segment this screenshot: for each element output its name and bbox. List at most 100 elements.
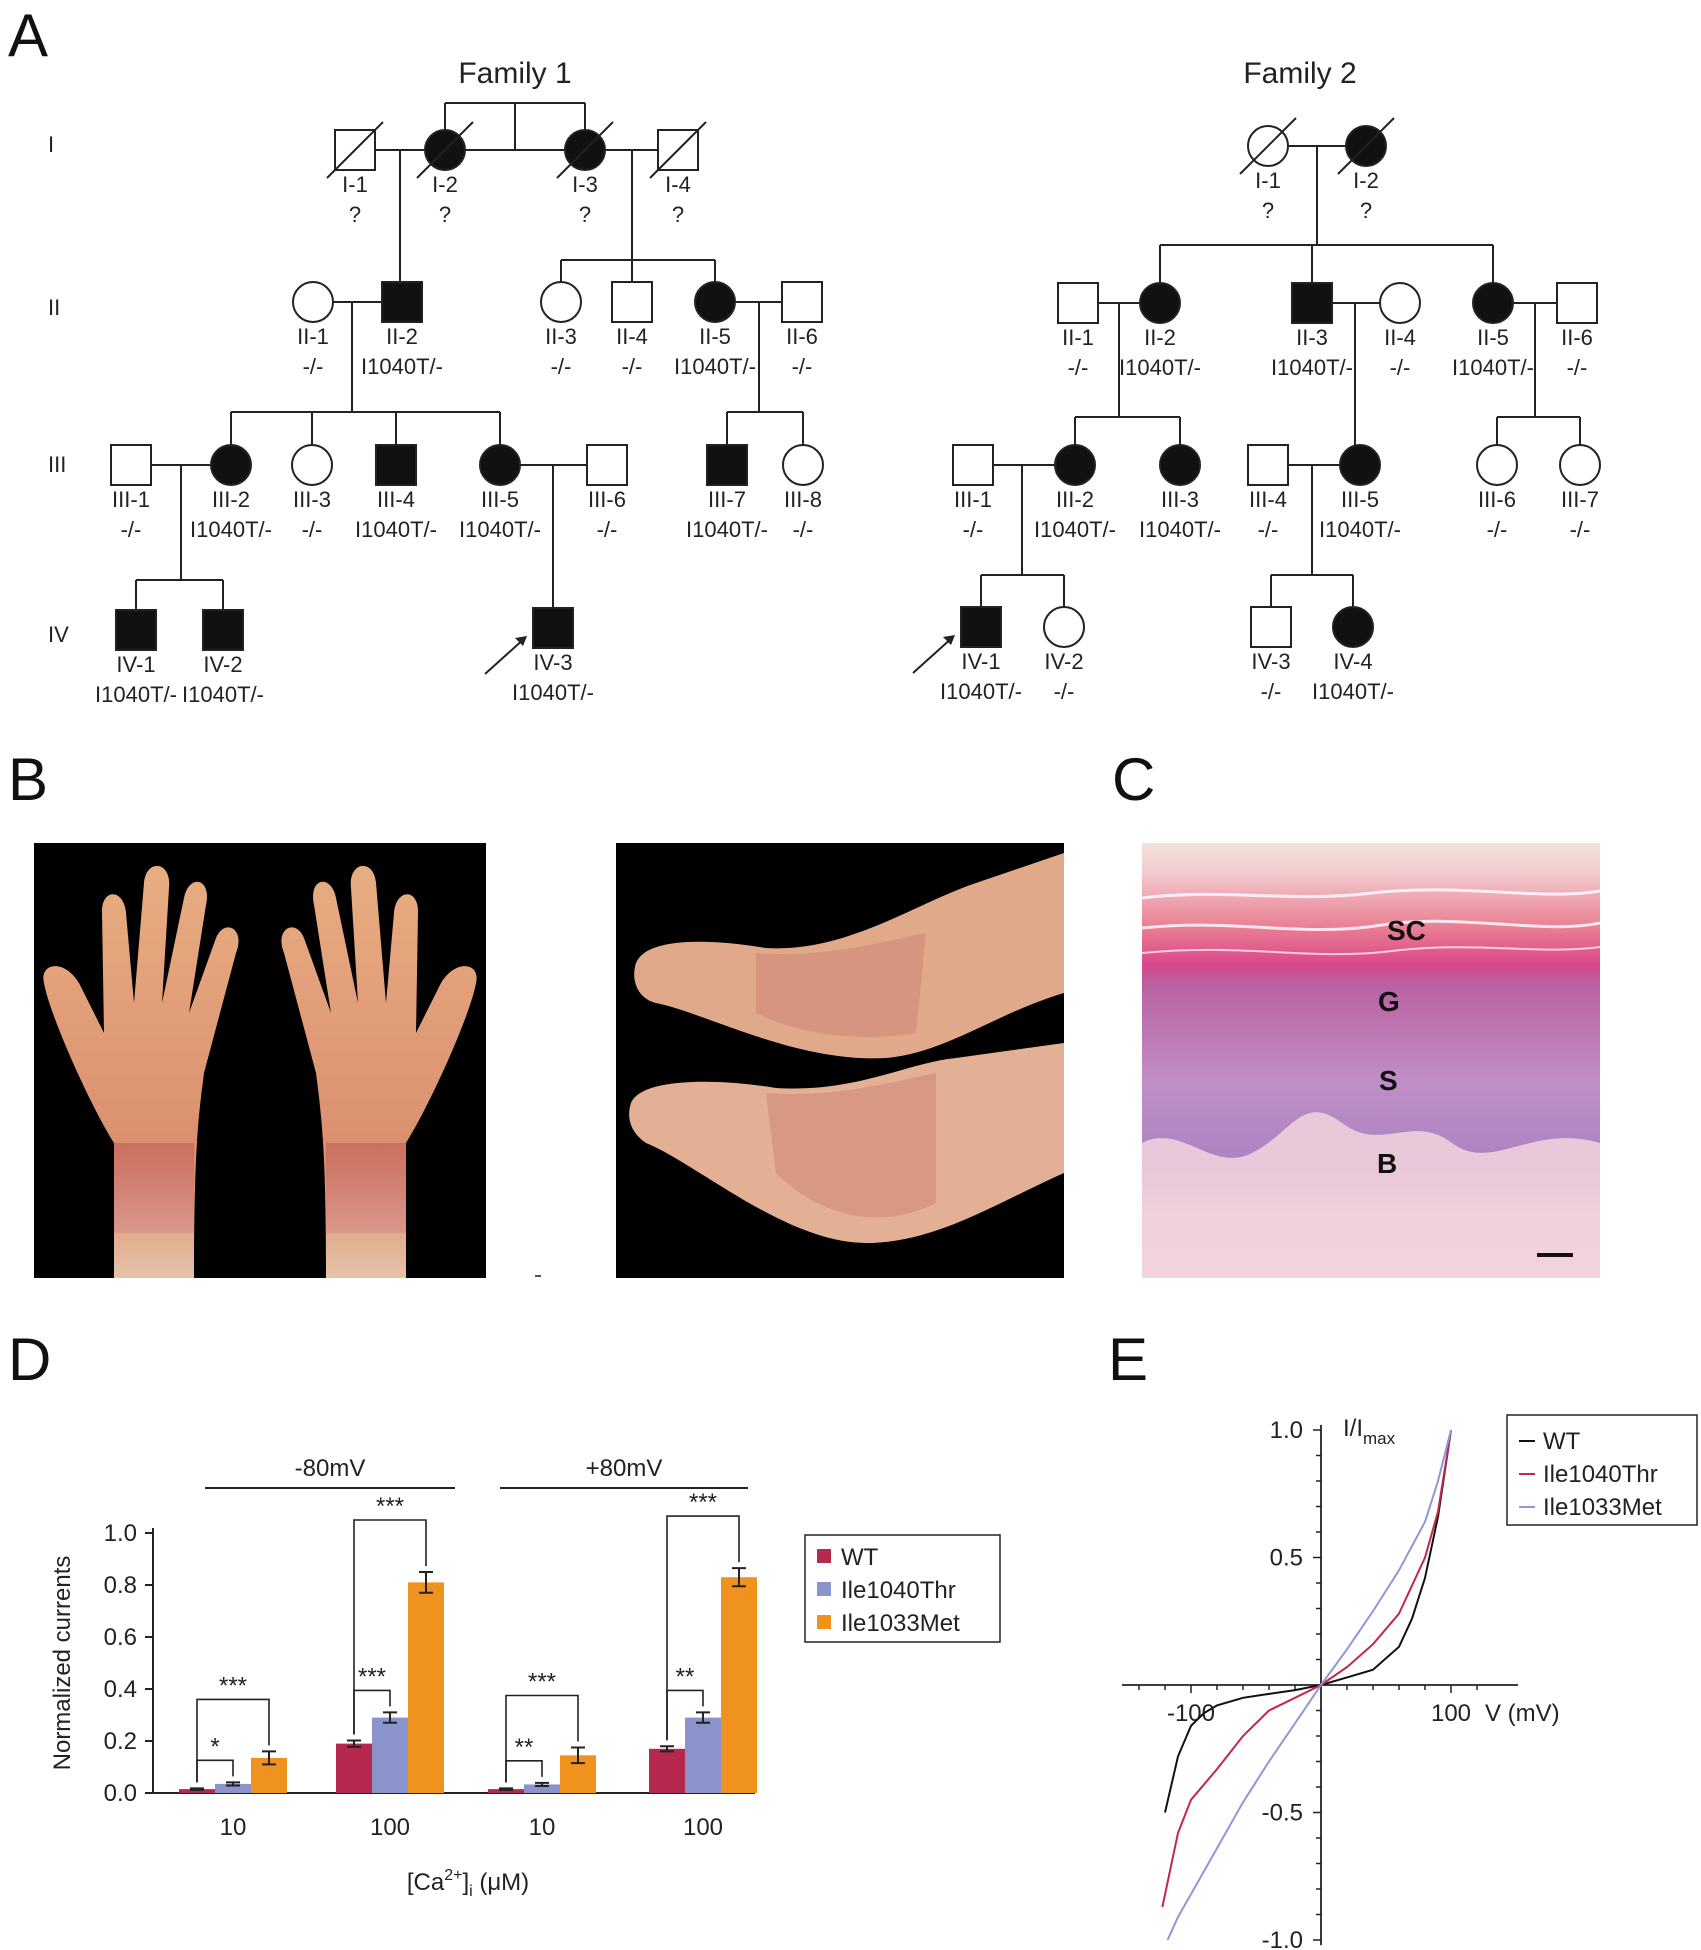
deceased-slash	[556, 121, 614, 179]
legend-label: Ile1033Met	[841, 1610, 960, 1637]
generation-label: I	[48, 132, 54, 157]
y-axis-label: I/Imax	[1343, 1415, 1396, 1448]
pedigree-individual: IV-3-/-	[1250, 606, 1292, 704]
individual-genotype: -/-	[963, 517, 984, 542]
male-symbol	[115, 609, 157, 651]
legend-box	[1506, 1414, 1698, 1526]
significance-stars: ***	[376, 1493, 404, 1520]
legend-swatch	[817, 1582, 831, 1596]
individual-id: II-6	[1561, 325, 1593, 350]
male-symbol	[202, 609, 244, 651]
pedigree-individual: II-3-/-	[540, 281, 582, 379]
individual-id: IV-2	[203, 652, 242, 677]
pedigree-individual: II-6-/-	[1556, 282, 1598, 380]
individual-genotype: -/-	[1390, 355, 1411, 380]
x-tick-label: 10	[220, 1814, 247, 1841]
individual-id: II-1	[297, 324, 329, 349]
female-symbol	[1472, 282, 1514, 324]
individual-genotype: -/-	[1261, 679, 1282, 704]
pedigree-individual: III-1-/-	[952, 444, 994, 542]
individual-genotype: -/-	[121, 517, 142, 542]
individual-genotype: ?	[349, 202, 361, 227]
individual-id: IV-1	[961, 649, 1000, 674]
individual-id: III-8	[784, 487, 822, 512]
y-tick-label: 1.0	[104, 1520, 137, 1547]
individual-id: II-4	[616, 324, 648, 349]
significance-stars: **	[515, 1734, 534, 1761]
individual-genotype: ?	[1360, 198, 1372, 223]
y-tick-label: 0.8	[104, 1572, 137, 1599]
individual-genotype: -/-	[622, 354, 643, 379]
layer-label-spinous: S	[1379, 1065, 1398, 1096]
pedigree-individual: III-4-/-	[1247, 444, 1289, 542]
individual-genotype: I1040T/-	[940, 679, 1022, 704]
pedigree-individual: I-1?	[326, 121, 384, 227]
individual-id: III-3	[293, 487, 331, 512]
x-tick-label: 100	[683, 1814, 723, 1841]
male-symbol	[960, 606, 1002, 648]
feet-photo	[616, 843, 1064, 1278]
individual-id: III-6	[588, 487, 626, 512]
individual-id: IV-2	[1044, 649, 1083, 674]
significance-bracket	[666, 1515, 740, 1741]
pedigree-figure: Family 1 Family 2 I II III IV I-1?I-2?I-…	[48, 57, 1601, 707]
deceased-slash	[416, 121, 474, 179]
proband-arrow	[484, 637, 526, 675]
individual-genotype: I1040T/-	[182, 682, 264, 707]
x-tick-label: 10	[529, 1814, 556, 1841]
individual-genotype: -/-	[1570, 517, 1591, 542]
individual-genotype: I1040T/-	[1452, 355, 1534, 380]
individual-genotype: I1040T/-	[1271, 355, 1353, 380]
bar	[179, 1789, 215, 1793]
error-bar	[419, 1571, 433, 1594]
individual-genotype: ?	[439, 202, 451, 227]
pedigree-individual: I-3?	[556, 121, 614, 227]
individual-genotype: -/-	[597, 517, 618, 542]
individual-id: I-1	[342, 172, 368, 197]
iv-series-line	[1161, 1429, 1452, 1908]
individual-genotype: -/-	[1487, 517, 1508, 542]
female-symbol	[694, 281, 736, 323]
generation-label: III	[48, 452, 66, 477]
individual-id: III-3	[1161, 487, 1199, 512]
y-tick-label: -1.0	[1262, 1927, 1303, 1950]
deceased-slash	[1239, 117, 1297, 175]
individual-id: I-2	[1353, 168, 1379, 193]
individual-genotype: -/-	[792, 354, 813, 379]
bar	[524, 1784, 560, 1793]
individual-genotype: -/-	[551, 354, 572, 379]
bar	[372, 1717, 408, 1793]
individual-genotype: -/-	[1068, 355, 1089, 380]
female-symbol	[1339, 444, 1381, 486]
individual-id: III-5	[1341, 487, 1379, 512]
male-symbol	[381, 281, 423, 323]
y-tick-label: 0.2	[104, 1728, 137, 1755]
legend-swatch	[817, 1549, 831, 1563]
x-tick-label: -100	[1167, 1700, 1215, 1727]
proband-arrowhead	[943, 635, 955, 645]
individual-genotype: ?	[579, 202, 591, 227]
individual-genotype: I1040T/-	[674, 354, 756, 379]
significance-bracket	[196, 1759, 234, 1783]
pedigree-individual: I-4?	[649, 121, 707, 227]
individual-id: III-6	[1478, 487, 1516, 512]
layer-label-granular: G	[1378, 986, 1400, 1017]
bar	[721, 1577, 757, 1793]
individual-id: II-2	[386, 324, 418, 349]
generation-label: IV	[48, 622, 69, 647]
panel-label-a: A	[8, 2, 49, 69]
male-symbol	[611, 281, 653, 323]
individual-genotype: I1040T/-	[512, 680, 594, 705]
y-tick-label: -0.5	[1262, 1800, 1303, 1827]
deceased-slash	[1337, 117, 1395, 175]
upper-foot	[634, 853, 1064, 1059]
hands-photo	[34, 843, 486, 1278]
male-symbol	[110, 444, 152, 486]
pedigree-individual: II-4 -/-	[611, 281, 653, 379]
